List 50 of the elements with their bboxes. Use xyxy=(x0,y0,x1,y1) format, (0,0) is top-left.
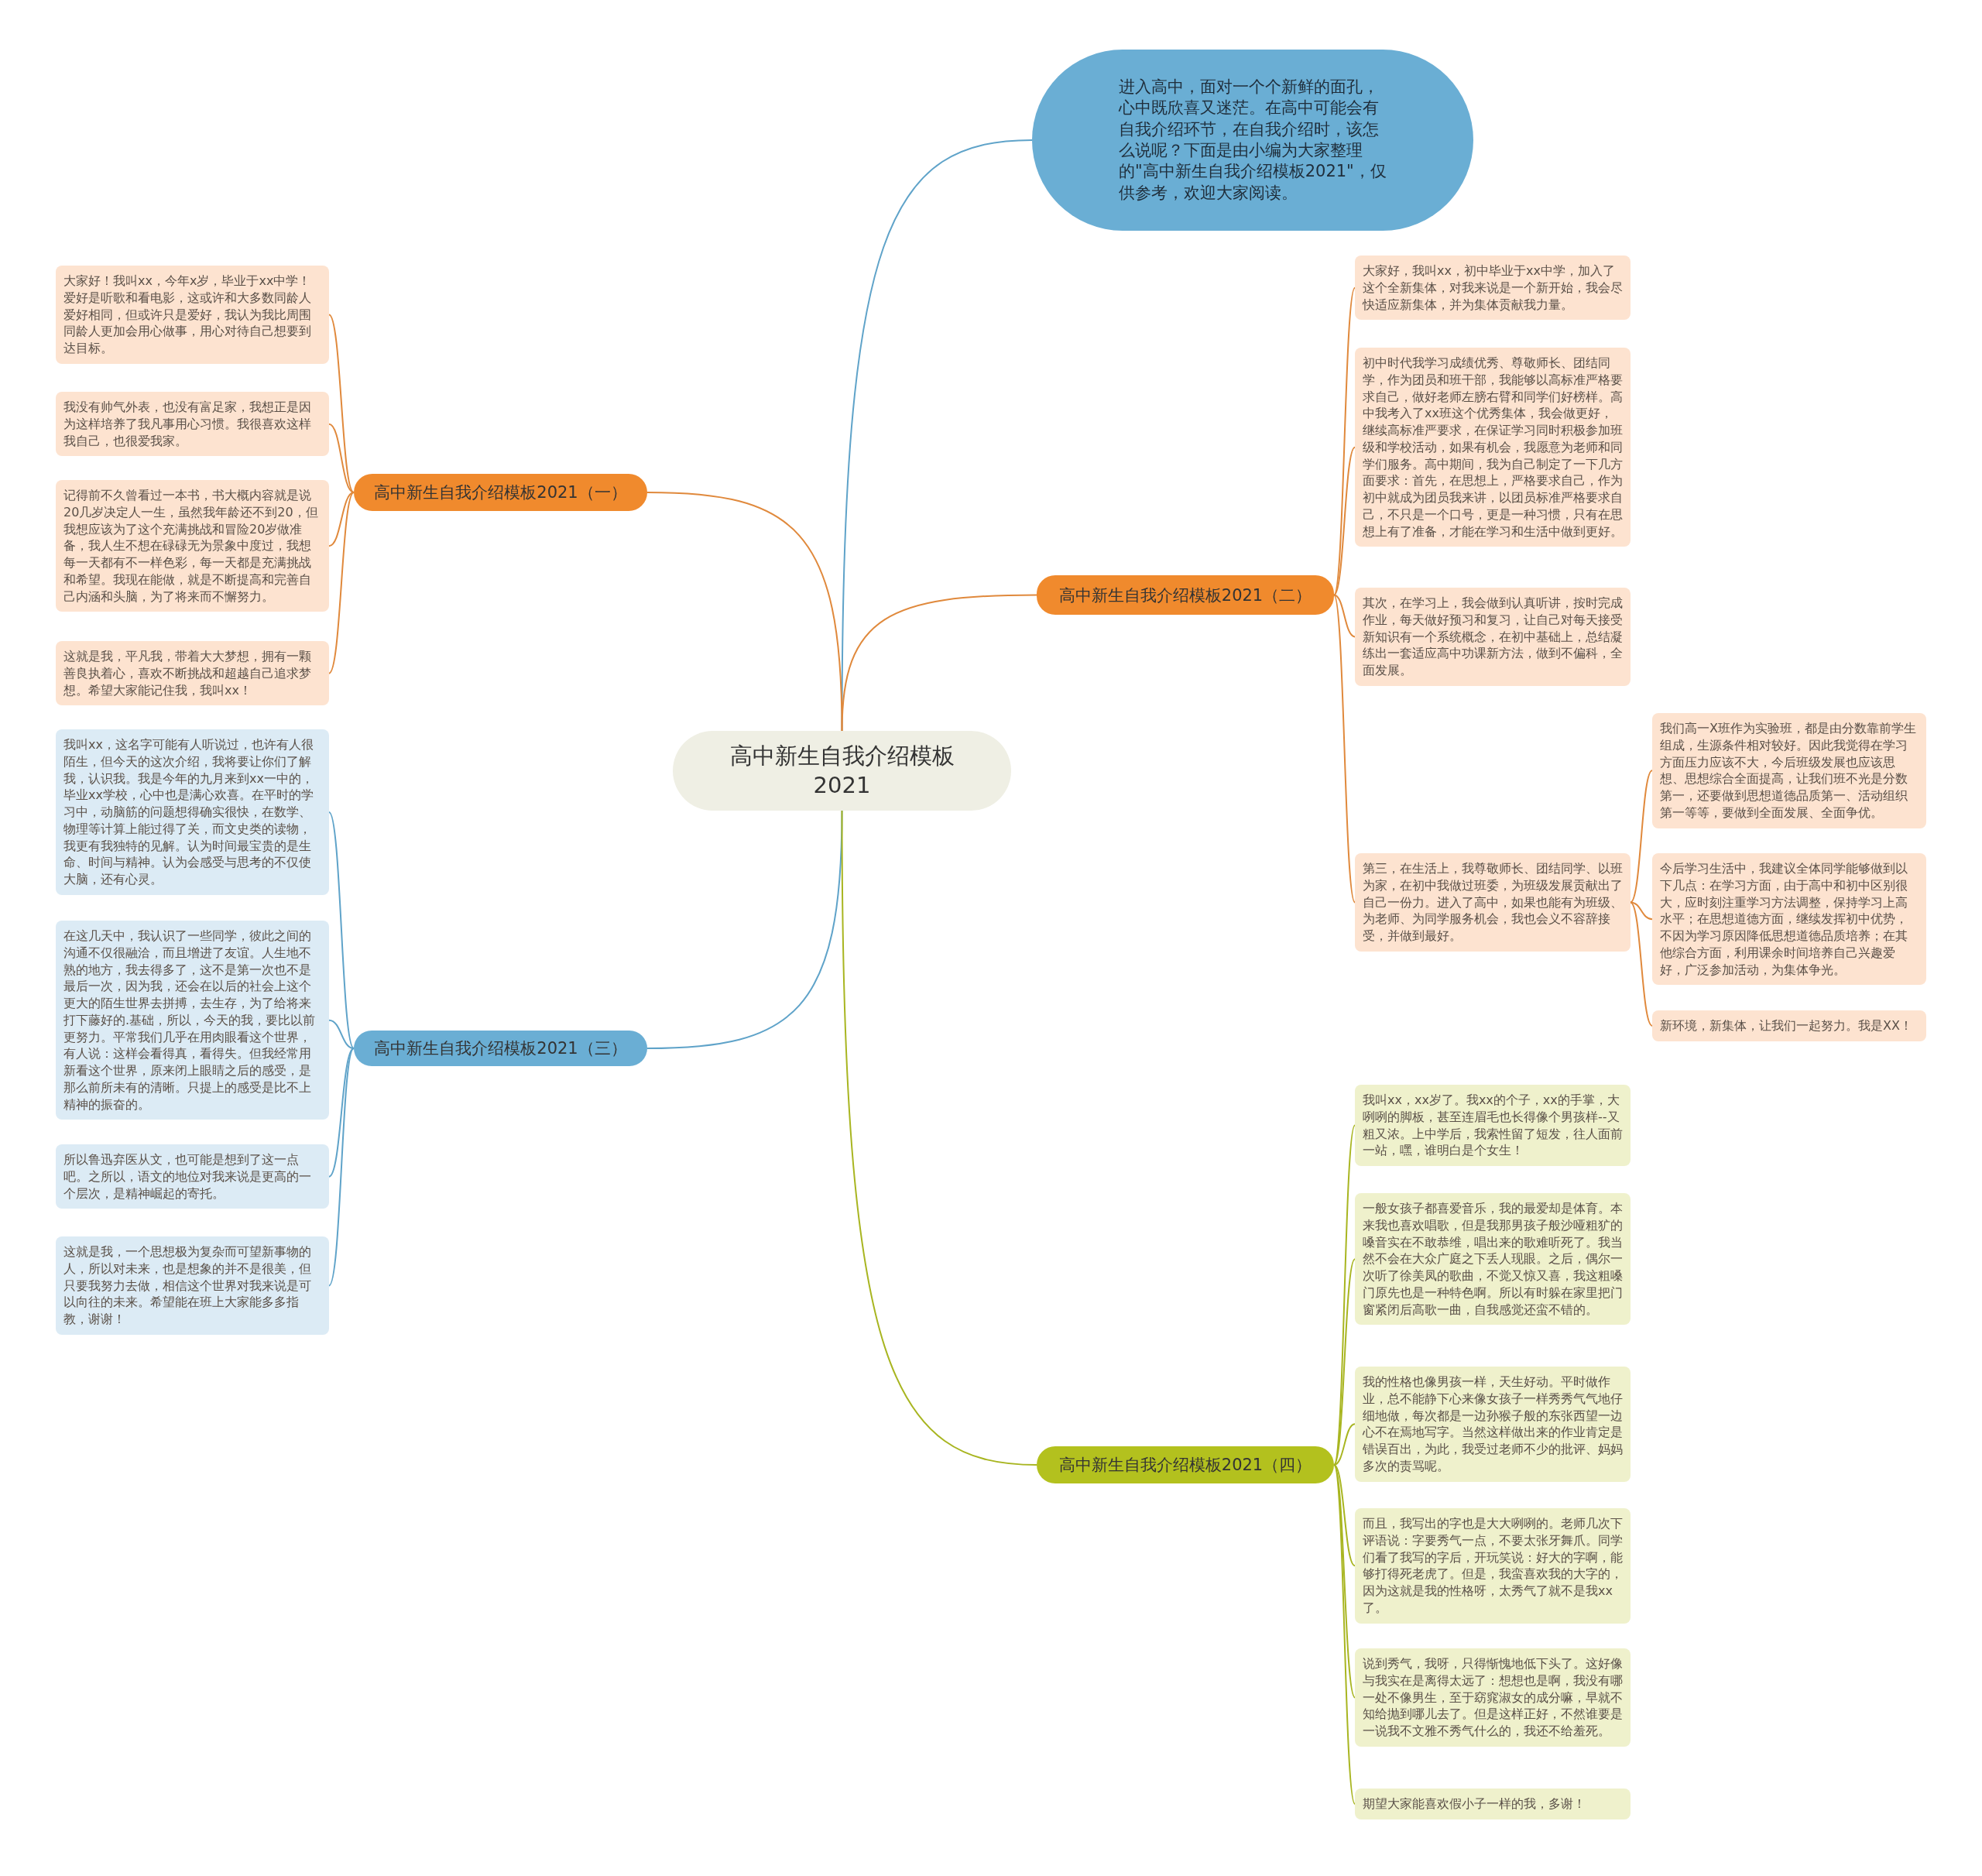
text-card: 大家好！我叫xx，今年x岁，毕业于xx中学！爱好是听歌和看电影，这或许和大多数同龄人爱好相同，但或许只是爱好，我认为我比周围同龄人更加会用心做事，用心对待自己想要到达目标。 xyxy=(56,266,329,364)
connector-line xyxy=(328,811,355,1049)
text-card: 初中时代我学习成绩优秀、尊敬师长、团结同学，作为团员和班干部，我能够以高标准严格要求自己，做好老师左膀右臂和同学们好榜样。高中我考入了xx班这个优秀集体，我会做更好，继续高标准严要求，在保证学习同时积极参加班级和学校活动，如果有机会，我愿意为老师和同学们服务。高中期间，我为自己制定了一下几方面要求：首先，在思想上，严格要求自己，作为初中就成为团员我来讲，以团员标准严格要求自己，不只是一个口号，更是一种习惯，只有在思想上有了准备，才能在学习和生活中做到更好。 xyxy=(1355,348,1631,547)
connector-line xyxy=(1333,594,1356,638)
connector-line xyxy=(1630,901,1653,921)
connector-line xyxy=(328,1048,355,1178)
connector-line xyxy=(1333,1464,1356,1805)
text-card: 我没有帅气外表，也没有富足家，我想正是因为这样培养了我凡事用心习惯。我很喜欢这样我自己，也很爱我家。 xyxy=(56,392,329,457)
text-card: 期望大家能喜欢假小子一样的我，多谢！ xyxy=(1355,1789,1631,1819)
text-card: 我叫xx，这名字可能有人听说过，也许有人很陌生，但今天的这次介绍，我将要让你们了解我，认识我。我是今年的九月来到xx一中的，毕业xx学校，心中也是满心欢喜。在平时的学习中，动脑筋的问题想得确实很快，在数学、物理等计算上能过得了关，而文史类的读物，我更有我独特的见解。认为时间最宝贵的是生命、时间与精神。认为会感受与思考的不仅使大脑，还有心灵。 xyxy=(56,729,329,895)
connector-line xyxy=(1333,594,1356,904)
branch-topic: 高中新生自我介绍模板2021（二） xyxy=(1037,575,1334,615)
text-card: 其次，在学习上，我会做到认真听讲，按时完成作业，每天做好预习和复习，让自己对每天接受新知识有一个系统概念，在初中基础上，总结凝练出一套适应高中功课新方法，做到不偏科，全面发展。 xyxy=(1355,588,1631,686)
connector-line xyxy=(841,594,1037,732)
central-topic: 高中新生自我介绍模板2021 xyxy=(673,731,1011,811)
text-card: 新环境，新集体，让我们一起努力。我是XX！ xyxy=(1652,1010,1926,1041)
connector-line xyxy=(328,423,355,493)
connector-line xyxy=(1333,1464,1356,1699)
connector-line xyxy=(328,1048,355,1287)
connector-line xyxy=(1333,1423,1356,1466)
text-card: 大家好，我叫xx，初中毕业于xx中学，加入了这个全新集体，对我来说是一个新开始，我会尽快适应新集体，并为集体贡献我力量。 xyxy=(1355,256,1631,321)
text-card: 这就是我，平凡我，带着大大梦想，拥有一颗善良执着心，喜欢不断挑战和超越自己追求梦想。希望大家能记住我，我叫xx！ xyxy=(56,641,329,706)
branch-topic: 高中新生自我介绍模板2021（四） xyxy=(1037,1446,1334,1483)
connector-line xyxy=(1333,1258,1356,1466)
text-card: 说到秀气，我呀，只得惭愧地低下头了。这好像与我实在是离得太远了：想想也是啊，我没有哪一处不像男生，至于窈窕淑女的成分嘛，早就不知给抛到哪儿去了。但是这样正好，不然谁要是一说我不文雅不秀气什么的，我还不给羞死。 xyxy=(1355,1648,1631,1747)
text-card: 一般女孩子都喜爱音乐，我的最爱却是体育。本来我也喜欢唱歌，但是我那男孩子般沙哑粗犷的嗓音实在不敢恭维，唱出来的歌难听死了。我当然不会在大众广庭之下丢人现眼。之后，偶尔一次听了徐美凤的歌曲，不觉又惊又喜，我这粗嗓门原先也是一种特色啊。所以有时躲在家里把门窗紧闭后高歌一曲，自我感觉还蛮不错的。 xyxy=(1355,1193,1631,1326)
text-card: 我们高一X班作为实验班，都是由分数靠前学生组成，生源条件相对较好。因此我觉得在学习方面压力应该不大，今后班级发展也应该思想、思想综合全面提高，让我们班不光是分数第一，还要做到思想道德品质第一、活动组织第一等等，要做到全面发展、全面争优。 xyxy=(1652,713,1926,828)
connector-line xyxy=(1333,446,1356,596)
connector-line xyxy=(1630,770,1653,904)
intro-bubble: 进入高中，面对一个个新鲜的面孔，心中既欣喜又迷茫。在高中可能会有自我介绍环节，在自我介绍时，该怎么说呢？下面是由小编为大家整理的"高中新生自我介绍模板2021"，仅供参考，欢迎大家阅读。 xyxy=(1032,50,1473,231)
connector-line xyxy=(328,1019,355,1049)
connector-line xyxy=(328,492,355,547)
connector-line xyxy=(646,810,843,1049)
connector-line xyxy=(328,314,355,493)
text-card: 第三，在生活上，我尊敬师长、团结同学、以班为家，在初中我做过班委，为班级发展贡献出了自己一份力。进入了高中，如果也能有为班级、为老师、为同学服务机会，我也会义不容辞接受，并做到最好。 xyxy=(1355,853,1631,952)
text-card: 我叫xx，xx岁了。我xx的个子，xx的手掌，大咧咧的脚板，甚至连眉毛也长得像个男孩样--又粗又浓。上中学后，我索性留了短发，往人面前一站，嘿，谁明白是个女生！ xyxy=(1355,1085,1631,1166)
text-card: 这就是我，一个思想极为复杂而可望新事物的人，所以对未来，也是想象的并不是很美，但只要我努力去做，相信这个世界对我来说是可以向往的未来。希望能在班上大家能多多指教，谢谢！ xyxy=(56,1236,329,1335)
connector-line xyxy=(1333,1464,1356,1567)
text-card: 我的性格也像男孩一样，天生好动。平时做作业，总不能静下心来像女孩子一样秀秀气气地仔细地做，每次都是一边孙猴子般的东张西望一边心不在焉地写字。当然这样做出来的作业肯定是错误百出，为此，我受过老师不少的批评、妈妈多次的责骂呢。 xyxy=(1355,1367,1631,1482)
connector-line xyxy=(328,492,355,674)
text-card: 而且，我写出的字也是大大咧咧的。老师几次下评语说：字要秀气一点，不要太张牙舞爪。同学们看了我写的字后，开玩笑说：好大的字啊，能够打得死老虎了。但是，我蛮喜欢我的大字的，因为这就是我的性格呀，太秀气了就不是我xx了。 xyxy=(1355,1508,1631,1624)
text-card: 记得前不久曾看过一本书，书大概内容就是说20几岁决定人一生，虽然我年龄还不到20，但我想应该为了这个充满挑战和冒险20岁做准备，我人生不想在碌碌无为景象中度过，我想每一天都有不一样色彩，每一天都是充满挑战和希望。我现在能做，就是不断提高和完善自己内涵和头脑，为了将来而不懈努力。 xyxy=(56,480,329,612)
connector-line xyxy=(841,810,1037,1466)
connector-line xyxy=(646,492,843,732)
connector-line xyxy=(1630,901,1653,1027)
text-card: 在这几天中，我认识了一些同学，彼此之间的沟通不仅很融洽，而且增进了友谊。人生地不熟的地方，我去得多了，这不是第一次也不是最后一次，因为我，还会在以后的社会上这个更大的陌生世界去拼搏，去生存，为了给将来打下藤好的.基础，所以，今天的我，要比以前更努力。平常我们几乎在用肉眼看这个世界，有人说：这样会看得真，看得失。但我经常用新看这个世界，原来闭上眼睛之后的感受，是那么前所未有的清晰。只提上的感受是比不上精神的振奋的。 xyxy=(56,921,329,1120)
text-card: 今后学习生活中，我建议全体同学能够做到以下几点：在学习方面，由于高中和初中区别很大，应时刻注重学习方法调整，保持学习上高水平；在思想道德方面，继续发挥初中优势，不因为学习原因降低思想道德品质培养；在其他综合方面，利用课余时间培养自己兴趣爱好，广泛参加活动，为集体争光。 xyxy=(1652,853,1926,986)
branch-topic: 高中新生自我介绍模板2021（三） xyxy=(354,1031,647,1066)
branch-topic: 高中新生自我介绍模板2021（一） xyxy=(354,474,647,511)
text-card: 所以鲁迅弃医从文，也可能是想到了这一点吧。之所以，语文的地位对我来说是更高的一个层次，是精神崛起的寄托。 xyxy=(56,1144,329,1209)
